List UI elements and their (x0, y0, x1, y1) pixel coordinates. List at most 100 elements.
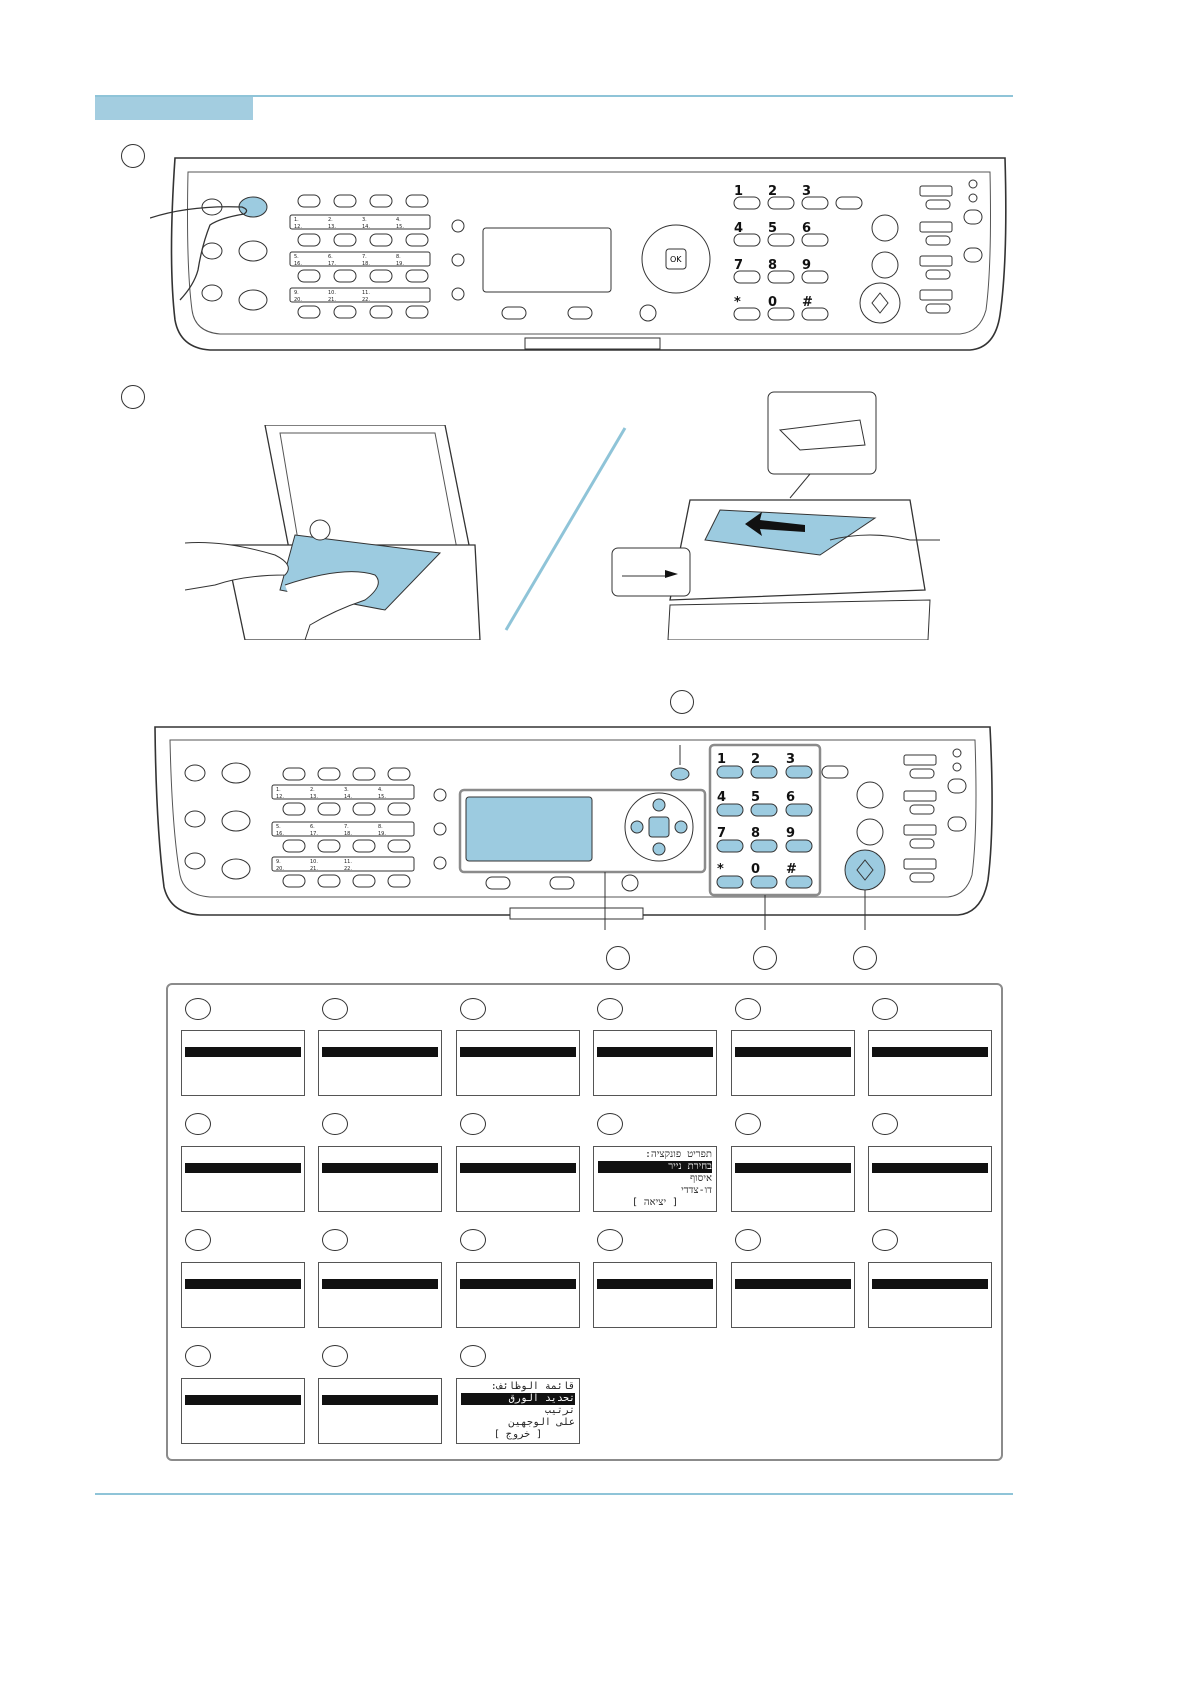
svg-text:16.: 16. (276, 831, 284, 837)
step-marker-2 (121, 385, 145, 409)
language-marker (597, 1229, 623, 1251)
svg-text:2.: 2. (328, 217, 333, 223)
svg-text:7: 7 (734, 258, 743, 273)
hands-on-glass-icon (185, 425, 481, 640)
language-marker (872, 1113, 898, 1135)
svg-text:17.: 17. (328, 261, 336, 267)
lcd-screen (868, 1262, 992, 1328)
language-marker (735, 998, 761, 1020)
svg-text:4: 4 (734, 221, 743, 236)
lcd-item: ترتيب (544, 1405, 575, 1416)
svg-text:12.: 12. (294, 224, 302, 230)
footer-rule (95, 1493, 1013, 1495)
lcd-item: איסוף (689, 1173, 712, 1184)
svg-text:1.: 1. (276, 787, 281, 793)
step-marker-3 (670, 690, 694, 714)
lcd-screen (868, 1146, 992, 1212)
svg-text:7: 7 (717, 826, 726, 841)
svg-text:8.: 8. (396, 254, 401, 260)
svg-text:19.: 19. (378, 831, 386, 837)
lcd-item-selected: تحديد الورق (461, 1393, 575, 1405)
lcd-screen (181, 1146, 305, 1212)
svg-text:6.: 6. (328, 254, 333, 260)
svg-text:15.: 15. (378, 794, 386, 800)
language-marker (597, 1113, 623, 1135)
language-marker (185, 1113, 211, 1135)
language-marker (597, 998, 623, 1020)
language-marker (735, 1229, 761, 1251)
screens-frame (166, 983, 1003, 1461)
svg-text:22.: 22. (362, 297, 370, 303)
svg-text:1.: 1. (294, 217, 299, 223)
svg-text:7.: 7. (344, 824, 349, 830)
language-marker (322, 998, 348, 1020)
svg-text:21.: 21. (328, 297, 336, 303)
svg-text:9: 9 (802, 258, 811, 273)
svg-text:20.: 20. (276, 866, 284, 872)
language-marker (460, 1113, 486, 1135)
language-marker (872, 998, 898, 1020)
svg-text:5.: 5. (276, 824, 281, 830)
lcd-screen (731, 1146, 855, 1212)
lcd-screen (456, 1262, 580, 1328)
lcd-screen-arabic: قائمة الوظائف: تحديد الورق ترتيب على الو… (456, 1378, 580, 1444)
lcd-screen (593, 1030, 717, 1096)
svg-text:3.: 3. (344, 787, 349, 793)
svg-text:21.: 21. (310, 866, 318, 872)
svg-text:10.: 10. (328, 290, 336, 296)
step-marker-1 (121, 144, 145, 168)
svg-text:20.: 20. (294, 297, 302, 303)
svg-text:14.: 14. (362, 224, 370, 230)
lcd-screen (456, 1146, 580, 1212)
lcd-screen (731, 1262, 855, 1328)
svg-text:0: 0 (768, 295, 777, 310)
svg-text:2.: 2. (310, 787, 315, 793)
svg-text:3: 3 (802, 184, 811, 199)
svg-text:5.: 5. (294, 254, 299, 260)
svg-text:2: 2 (768, 184, 777, 199)
language-marker (735, 1113, 761, 1135)
svg-text:4.: 4. (378, 787, 383, 793)
svg-text:0: 0 (751, 862, 760, 877)
language-marker (460, 998, 486, 1020)
svg-text:11.: 11. (344, 859, 352, 865)
svg-text:1: 1 (734, 184, 743, 199)
lcd-title: תפריט פונקציה: (645, 1149, 712, 1160)
lcd-item-selected: בחירת נייר (598, 1161, 712, 1173)
lcd-screen (731, 1030, 855, 1096)
svg-text:4: 4 (717, 790, 726, 805)
svg-text:7.: 7. (362, 254, 367, 260)
header-rule (95, 95, 1013, 97)
lcd-exit: [ יציאה ] (631, 1197, 679, 1208)
control-panel-bottom: 1.2.3.4. 12.13.14.15. 5.6.7.8. 16.17.18.… (154, 726, 993, 930)
svg-text:4.: 4. (396, 217, 401, 223)
language-marker (322, 1113, 348, 1135)
svg-text:9: 9 (786, 826, 795, 841)
lcd-item: على الوجهين (508, 1417, 575, 1428)
svg-text:6: 6 (786, 790, 795, 805)
svg-text:11.: 11. (362, 290, 370, 296)
svg-text:16.: 16. (294, 261, 302, 267)
lcd-screen (593, 1262, 717, 1328)
lcd-screen (318, 1378, 442, 1444)
svg-text:3: 3 (786, 752, 795, 767)
lcd-screen (318, 1146, 442, 1212)
svg-text:13.: 13. (310, 794, 318, 800)
svg-text:5: 5 (768, 221, 777, 236)
divider-slash (504, 427, 627, 631)
lcd-screen (868, 1030, 992, 1096)
svg-text:1: 1 (717, 752, 726, 767)
lcd-screen (181, 1030, 305, 1096)
svg-text:OK: OK (670, 255, 682, 264)
svg-text:6.: 6. (310, 824, 315, 830)
svg-text:*: * (734, 295, 741, 310)
document-feeder-icon (611, 391, 940, 640)
lcd-screen (456, 1030, 580, 1096)
svg-text:8: 8 (751, 826, 760, 841)
svg-text:15.: 15. (396, 224, 404, 230)
svg-text:#: # (802, 295, 813, 310)
step-marker-4 (606, 946, 630, 970)
svg-text:12.: 12. (276, 794, 284, 800)
svg-text:9.: 9. (294, 290, 299, 296)
svg-text:13.: 13. (328, 224, 336, 230)
